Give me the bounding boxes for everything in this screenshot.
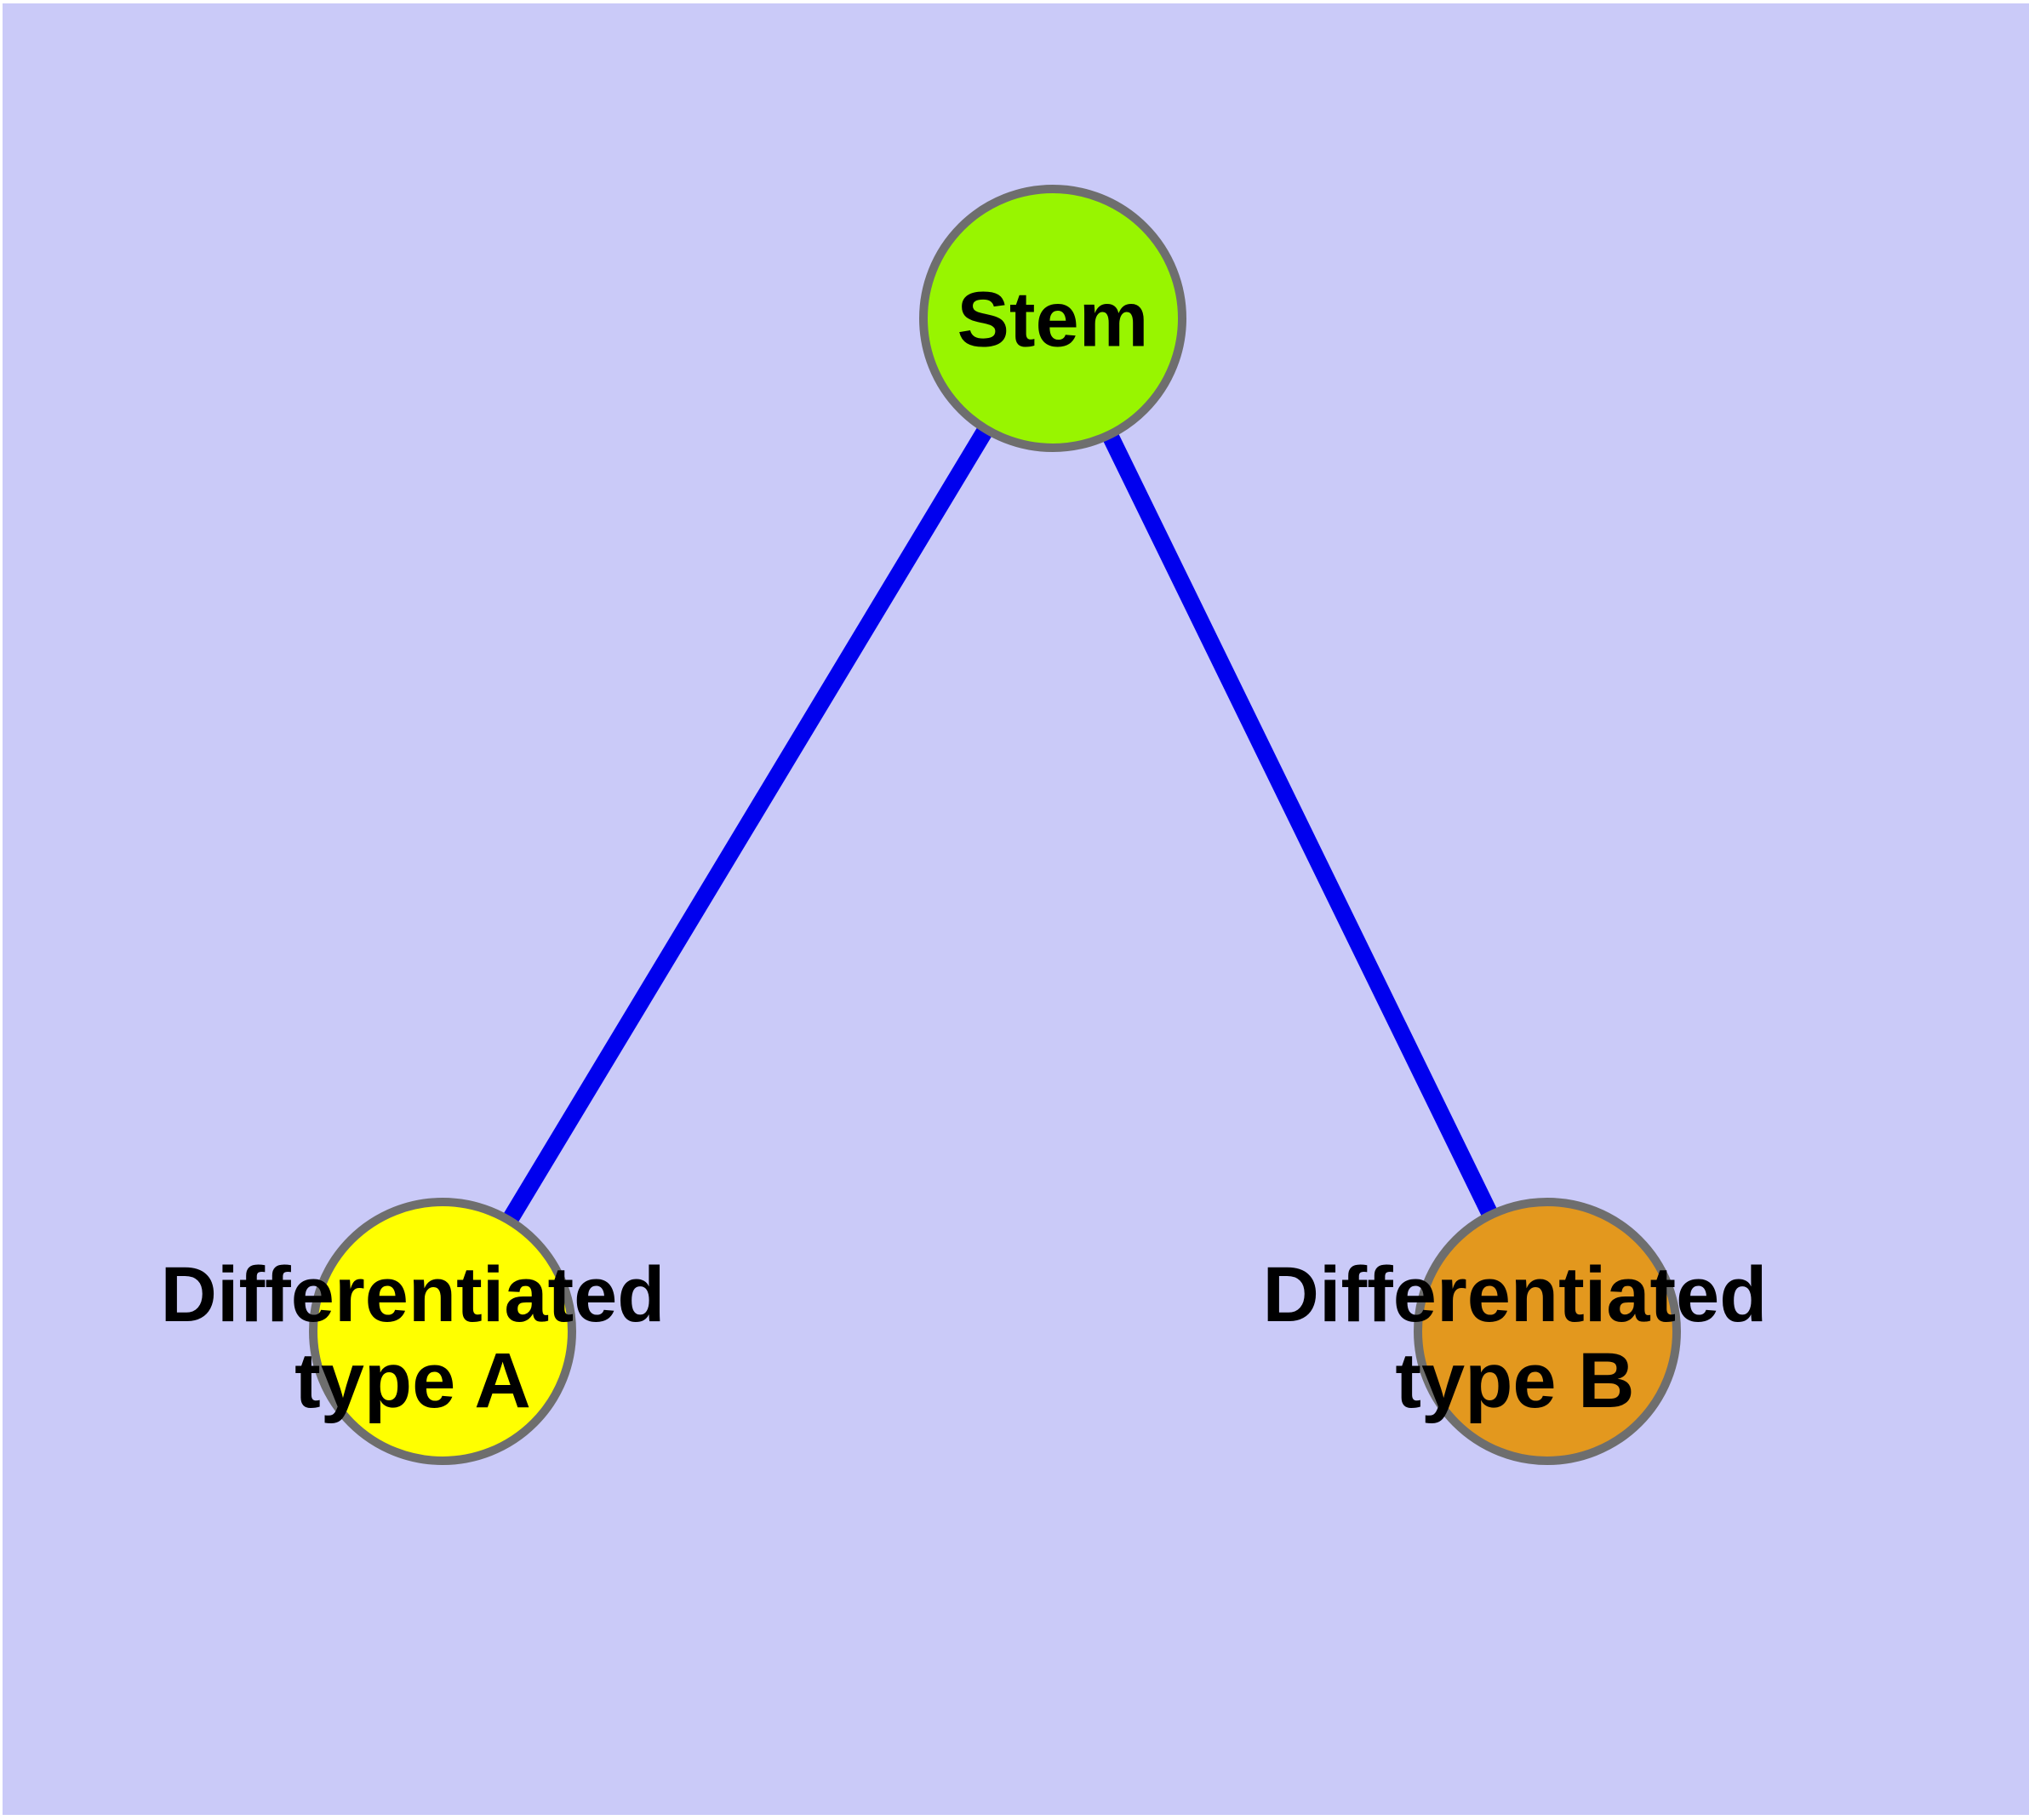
node-label-line: Differentiated xyxy=(160,1251,666,1338)
node-differentiated-type-b xyxy=(1414,1198,1681,1465)
node-label-line: type B xyxy=(1395,1337,1635,1424)
node-differentiated-type-a xyxy=(309,1198,576,1465)
node-label-line: type A xyxy=(294,1337,531,1424)
node-label-line: Differentiated xyxy=(1262,1251,1768,1338)
node-label-stem: Stem xyxy=(957,276,1149,363)
edge-stem-to-type-a xyxy=(435,313,1060,1336)
node-label-differentiated-type-b: Differentiated type B xyxy=(1262,1251,1768,1424)
edge-stem-to-type-b xyxy=(1045,314,1555,1336)
node-label-differentiated-type-a: Differentiated type A xyxy=(160,1251,666,1424)
node-stem xyxy=(919,185,1186,452)
